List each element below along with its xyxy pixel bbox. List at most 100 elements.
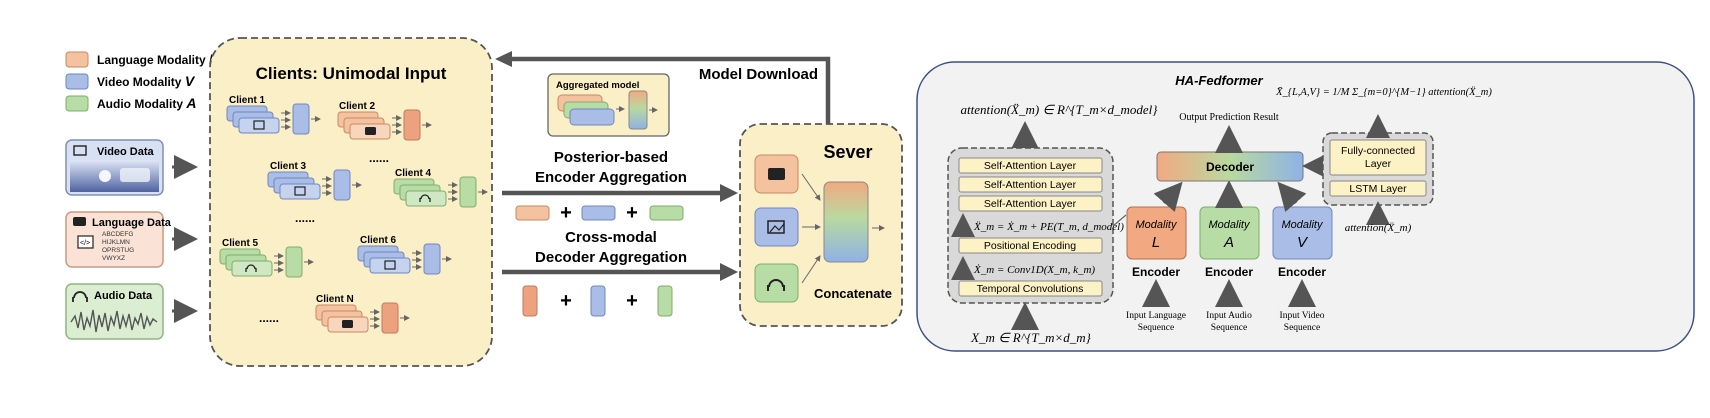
fedformer-title: HA-Fedformer [1175, 73, 1263, 88]
input-label: Input Audio [1206, 311, 1252, 321]
model-download-arrow [510, 56, 831, 128]
encoder-block [285, 246, 303, 278]
headphones-icon [72, 291, 88, 302]
video-decoder-token [590, 285, 606, 317]
self-attention-layer: Self-Attention Layer [984, 198, 1077, 210]
legend-swatch-audio [65, 95, 89, 112]
self-attention-layer: Self-Attention Layer [984, 160, 1077, 172]
ellipsis: ...... [259, 311, 279, 325]
encoder-block [423, 243, 441, 275]
video-data-card: Video Data [65, 139, 164, 196]
modality-v-encoder: Modality V Encoder Input Video Sequence [1272, 206, 1333, 333]
input-label: Sequence [1211, 323, 1247, 333]
input-label: Sequence [1138, 323, 1174, 333]
concatenate-label: Concatenate [814, 286, 892, 301]
crossmodal-label-line1: Cross-modal [565, 229, 657, 246]
alphabet-line: HIJKLMN [102, 239, 130, 246]
modality-symbol: V [1297, 234, 1309, 251]
alphabet-line: OPRSTUG [102, 247, 134, 254]
modality-label: Modality [1282, 219, 1324, 231]
arrow-head [720, 184, 738, 202]
decoder-block: Decoder [1156, 151, 1304, 182]
client-label: Client 4 [395, 168, 432, 179]
client-n: Client N [315, 294, 410, 334]
video-figure [99, 170, 111, 182]
ellipsis: ...... [369, 151, 389, 165]
model-download-label: Model Download [699, 66, 818, 83]
audio-decoder-token [657, 285, 673, 317]
positional-encoding-layer: Positional Encoding [984, 240, 1076, 252]
language-encoder-token [515, 205, 550, 221]
lstm-layer: LSTM Layer [1349, 183, 1407, 195]
chat-icon [73, 217, 86, 226]
headphones-icon [767, 279, 785, 291]
encoder-label: Encoder [1278, 265, 1326, 279]
server-panel: Sever Concatenate [739, 123, 903, 327]
aggregation-formula: X̄_{L,A,V} = 1/M Σ_{m=0}^{M−1} attention… [1275, 86, 1492, 98]
input-equation: X_m ∈ R^{T_m×d_m} [970, 330, 1092, 345]
legend-swatch-video [65, 73, 89, 90]
concatenate-block [823, 181, 869, 263]
client-1: Client 1 [226, 95, 321, 135]
encoder-label: Encoder [1205, 265, 1253, 279]
clients-panel: Clients: Unimodal Input [209, 37, 493, 367]
audio-encoder-token [649, 205, 684, 221]
arrow-head [495, 51, 512, 67]
language-decoder-token [522, 285, 538, 317]
legend-label-video: Video Modality V [97, 73, 196, 89]
plus-sign: + [626, 290, 638, 312]
ellipsis: ...... [295, 211, 315, 225]
image-icon [767, 220, 785, 234]
audio-data-label: Audio Data [94, 290, 153, 302]
encoder-stack: Self-Attention Layer Self-Attention Laye… [947, 147, 1124, 304]
plus-sign: + [560, 290, 572, 312]
svg-text:</>: </> [80, 240, 90, 247]
code-icon [77, 235, 94, 249]
video-figure [120, 168, 150, 182]
legend-swatch-language [65, 51, 89, 68]
client-label: Client 3 [270, 161, 307, 172]
modality-symbol: A [1223, 234, 1234, 251]
attention-output-equation: attention(Ẍ_m) ∈ R^{T_m×d_model} [960, 102, 1158, 117]
client-label: Client 1 [229, 95, 266, 106]
legend-label-language: Language Modality L [97, 51, 218, 67]
encoder-block [459, 176, 477, 208]
crossmodal-label-line2: Decoder Aggregation [535, 249, 687, 266]
headphones-icon [245, 264, 257, 272]
chat-icon [342, 320, 353, 328]
client-4: Client 4 [393, 168, 488, 208]
arrow [1153, 181, 1183, 213]
client-5: Client 5 [219, 238, 314, 278]
temporal-convolutions-layer: Temporal Convolutions [977, 283, 1084, 295]
client-label: Client N [316, 294, 354, 305]
image-icon [73, 145, 87, 156]
arrow-head [720, 263, 738, 281]
modality-a-encoder: Modality A Encoder Input Audio Sequence [1199, 206, 1260, 333]
input-label: Sequence [1284, 323, 1320, 333]
server-audio-slot [754, 263, 799, 303]
chat-icon [768, 168, 785, 180]
modality-label: Modality [1209, 219, 1251, 231]
headphones-icon [419, 194, 431, 202]
image-icon [384, 260, 396, 270]
self-attention-layer: Self-Attention Layer [984, 179, 1077, 191]
legend-label-audio: Audio Modality A [97, 95, 196, 111]
language-data-card: Language Data </> ABCDEFG HIJKLMN OPRSTU… [65, 211, 172, 268]
encoder-block [333, 169, 351, 201]
attention-input-equation: attention(Ẍ_m) [1345, 222, 1412, 234]
modality-symbol: L [1152, 234, 1160, 251]
image-icon [294, 186, 306, 196]
encoder-label: Encoder [1132, 265, 1180, 279]
arrow [1277, 181, 1307, 213]
posterior-label-line2: Encoder Aggregation [535, 169, 687, 186]
alphabet-line: ABCDEFG [102, 231, 133, 238]
alphabet-line: VWYXZ [102, 255, 125, 262]
chat-icon [365, 127, 376, 135]
encoder-block [381, 302, 399, 334]
client-label: Client 5 [222, 238, 259, 249]
client-2: Client 2 [337, 101, 432, 141]
server-title: Sever [823, 142, 872, 162]
input-label: Input Language [1126, 311, 1186, 321]
image-icon [253, 120, 265, 130]
